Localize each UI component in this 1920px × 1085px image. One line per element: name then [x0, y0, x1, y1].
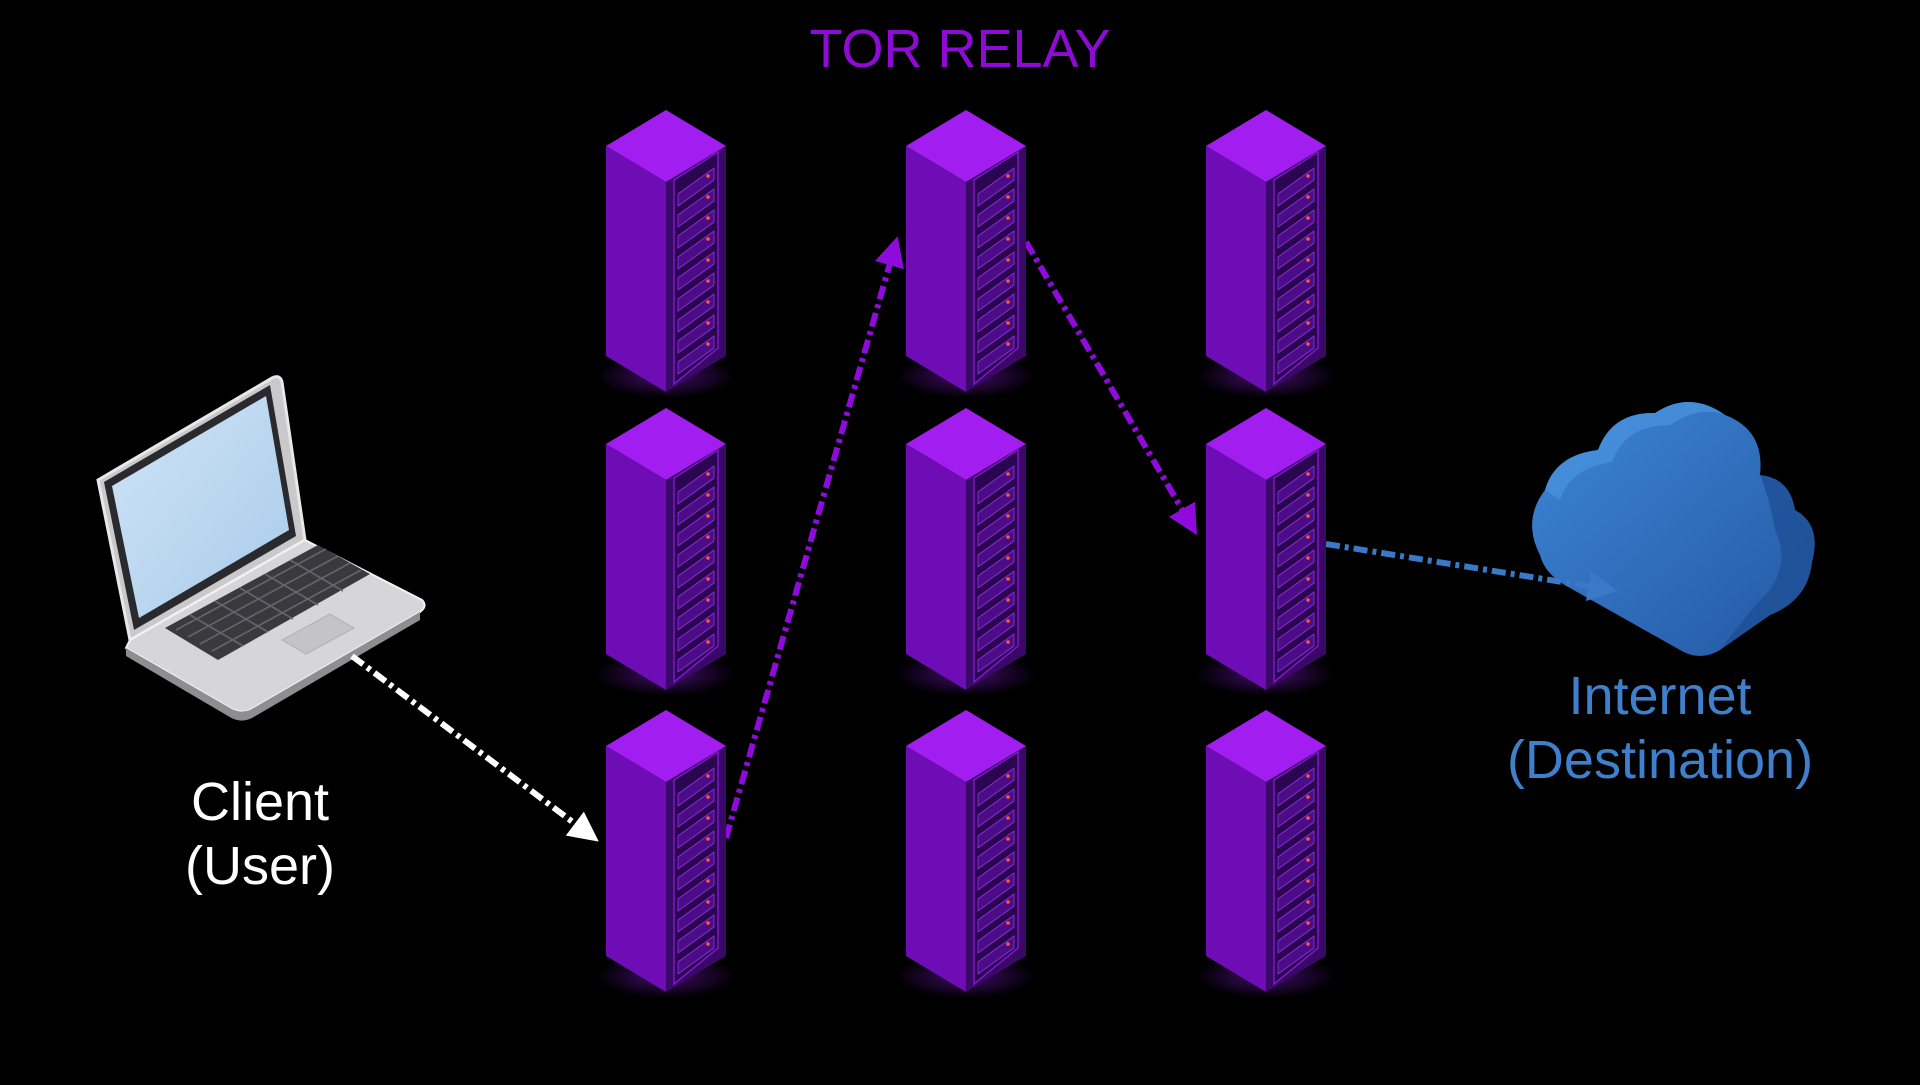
relay-col3-row2 [1196, 408, 1336, 696]
relay-col2-row1 [896, 110, 1036, 398]
laptop-icon [96, 375, 426, 721]
relay-col1-row2 [596, 408, 736, 696]
client-label-line1: Client [190, 772, 330, 832]
relay-col2-row2 [896, 408, 1036, 696]
diagram-title: TOR RELAY [809, 19, 1111, 79]
relay-col3-row3 [1196, 710, 1336, 998]
cloud-icon [1532, 401, 1815, 656]
client-label: Client (User) [120, 770, 400, 898]
connection-links [350, 236, 1618, 842]
destination-label-line1: Internet [1568, 666, 1752, 726]
destination-label-line2: (Destination) [1506, 730, 1814, 790]
relay-col2-row3 [896, 710, 1036, 998]
relay-grid [596, 110, 1336, 998]
link-client-to-relay-col1-row3 [350, 653, 599, 842]
link-relay-col1-row3-to-relay-col2-row1 [723, 236, 904, 839]
relay-col3-row1 [1196, 110, 1336, 398]
relay-col1-row3 [596, 710, 736, 998]
link-relay-col3-row2-to-internet [1325, 541, 1618, 601]
destination-label: Internet (Destination) [1460, 664, 1860, 792]
relay-col1-row1 [596, 110, 736, 398]
client-label-line2: (User) [185, 836, 335, 896]
link-relay-col2-row1-to-relay-col3-row2 [1023, 240, 1198, 536]
